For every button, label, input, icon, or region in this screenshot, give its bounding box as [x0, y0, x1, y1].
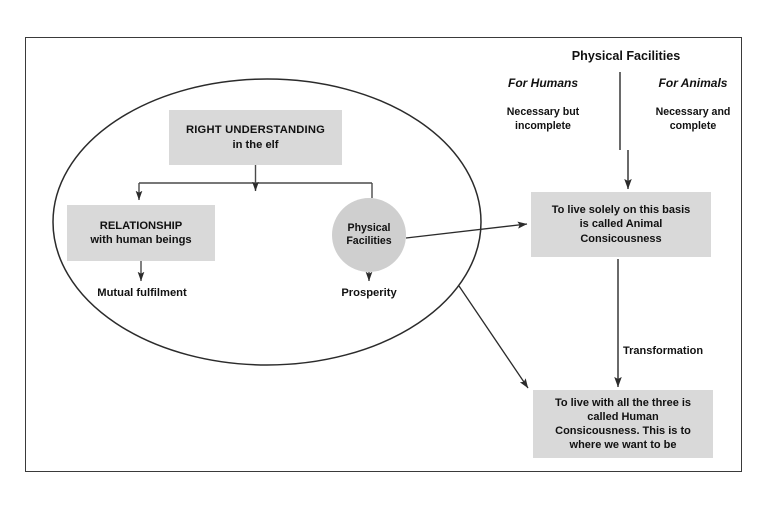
human-line4: where we want to be — [569, 439, 677, 452]
label-mutual-fulfilment: Mutual fulfilment — [97, 287, 187, 299]
label-transformation: Transformation — [623, 345, 704, 357]
relationship-line2: with human beings — [90, 234, 192, 246]
animal-line1: To live solely on this basis — [551, 204, 691, 217]
human-line1: To live with all the three is — [554, 396, 692, 409]
circle-physical-facilities: Physical Facilities — [332, 198, 406, 272]
label-necessary-animals: Necessary and complete — [622, 106, 764, 134]
label-for-animals: For Animals — [658, 76, 728, 90]
box-animal-consciousness: To live solely on this basis is called A… — [531, 192, 711, 257]
human-line2: called Human — [587, 410, 659, 423]
animal-line2: is called Animal — [579, 218, 663, 231]
necessary-animals-line2: complete — [669, 119, 717, 132]
right-understanding-line2: in the elf — [232, 138, 279, 151]
physical-facilities-line2: Facilities — [346, 235, 392, 247]
label-necessary-humans: Necessary but incomplete — [472, 106, 614, 134]
necessary-humans-line1: Necessary but — [506, 106, 580, 118]
necessary-humans-line2: incomplete — [515, 119, 571, 132]
box-relationship: RELATIONSHIP with human beings — [67, 205, 215, 261]
title-physical-facilities: Physical Facilities — [571, 49, 681, 63]
necessary-animals-line1: Necessary and — [655, 106, 731, 118]
right-understanding-line1: RIGHT UNDERSTANDING — [185, 124, 326, 137]
human-line3: Consicousness. This is to — [555, 425, 691, 437]
relationship-line1: RELATIONSHIP — [99, 219, 183, 232]
box-human-consciousness: To live with all the three is called Hum… — [533, 390, 713, 458]
label-prosperity: Prosperity — [341, 287, 397, 299]
animal-line3: Consicousness — [580, 232, 662, 245]
label-for-humans: For Humans — [507, 76, 578, 90]
physical-facilities-line1: Physical — [347, 221, 391, 234]
box-right-understanding: RIGHT UNDERSTANDING in the elf — [169, 110, 342, 165]
